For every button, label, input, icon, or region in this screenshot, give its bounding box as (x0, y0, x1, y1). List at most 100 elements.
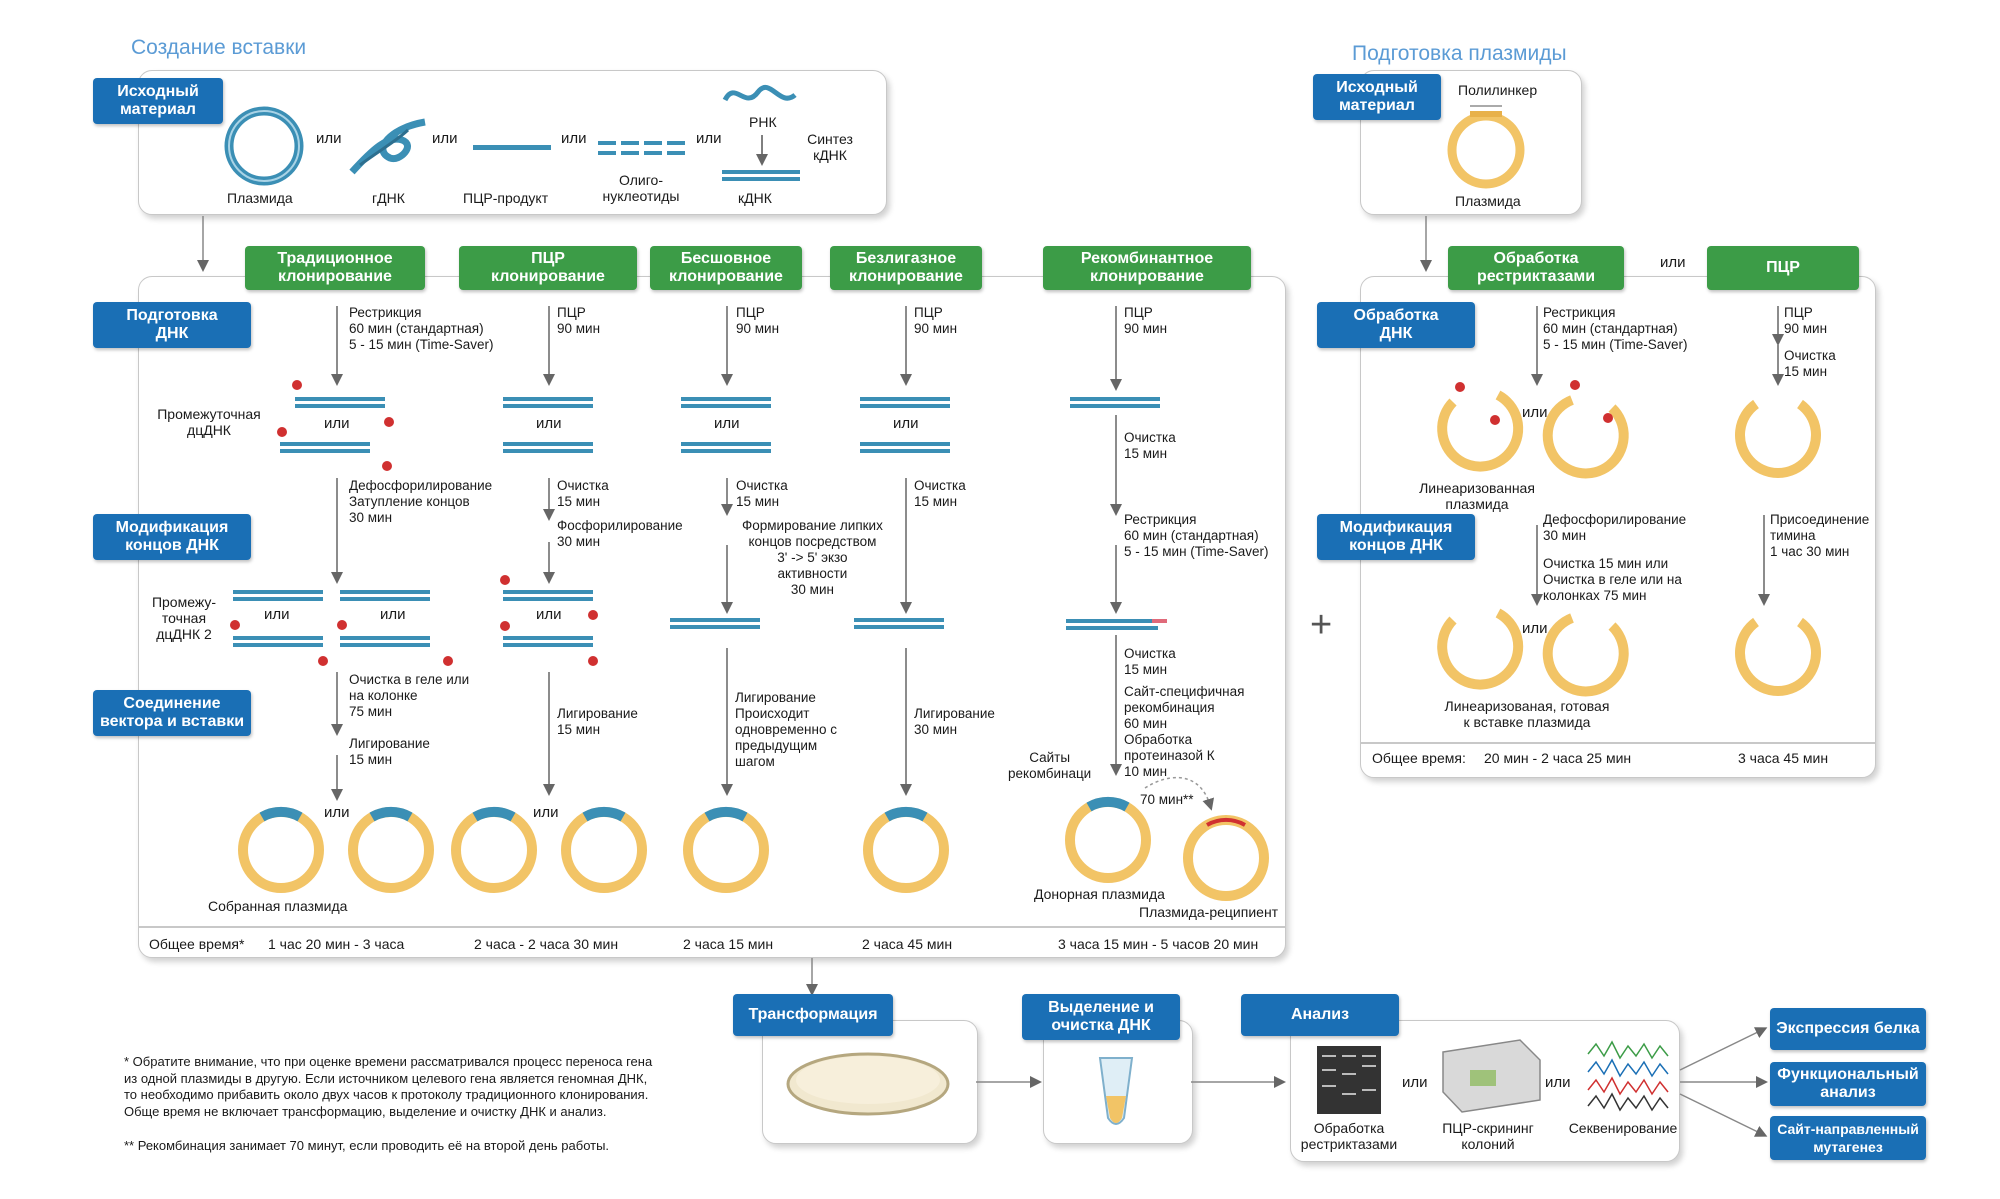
assembled-plasmid-3 (451, 807, 537, 893)
analysis-or-2: или (1545, 1074, 1571, 1091)
thermocycler-icon (1442, 1039, 1541, 1113)
plasmid-restriction-step: Рестрикция 60 мин (стандартная) 5 - 15 м… (1543, 305, 1688, 352)
total-recombinant: 3 часа 15 мин - 5 часов 20 мин (1058, 936, 1259, 952)
cdna-label: кДНК (738, 190, 772, 206)
plasmid-source-label: Плазмида (1455, 193, 1521, 209)
sequencing-icon (1587, 1040, 1669, 1112)
pcr-step-pcr: ПЦР 90 мин (557, 305, 601, 336)
rna-icon (722, 84, 797, 102)
pcr-plasmid-1 (1735, 399, 1821, 478)
recombinant-step-purification2: Очистка 15 мин (1124, 646, 1176, 677)
seamless-step-pcr: ПЦР 90 мин (736, 305, 780, 336)
ligation-free-step-pcr: ПЦР 90 мин (914, 305, 958, 336)
plasmid-total-pcr: 3 часа 45 мин (1738, 750, 1829, 766)
plasmid-source-material-label: Исходный материал (1313, 74, 1441, 120)
outcome-functional-analysis: Функциональный анализ (1770, 1062, 1926, 1106)
branch-pcr: ПЦР (1707, 246, 1859, 290)
plus-sign: + (1310, 604, 1333, 646)
polylinker-label: Полилинкер (1458, 82, 1538, 98)
or-label-2: или (432, 130, 458, 147)
seamless-step-ligation: Лигирование Происходит одновременно с пр… (735, 690, 837, 769)
traditional-or-1: или (324, 415, 350, 432)
assembled-plasmid-4 (561, 807, 647, 893)
assembled-plasmid-6 (863, 807, 949, 893)
plasmid-totals-divider (1360, 742, 1876, 744)
footnote-1: * Обратите внимание, что при оценке врем… (124, 1054, 653, 1119)
source-material-label: Исходный материал (93, 78, 223, 124)
pcr-or-1: или (536, 415, 562, 432)
traditional-intermediate2-label: Промежу- точная дцДНК 2 (151, 594, 217, 642)
total-ligation-free: 2 часа 45 мин (862, 936, 953, 952)
plasmid-or-1: или (1522, 404, 1548, 421)
restriction-analysis-label: Обработка рестриктазами (1300, 1120, 1398, 1152)
plasmid-section-title: Подготовка плазмиды (1352, 42, 1567, 65)
analysis-or-1: или (1402, 1074, 1428, 1091)
pcr-plasmid-2 (1735, 617, 1821, 696)
gdna-label: гДНК (372, 190, 405, 206)
method-pcr: ПЦР клонирование (459, 246, 637, 290)
cloning-methods-panel (138, 276, 1286, 958)
traditional-step-restriction: Рестрикция 60 мин (стандартная) 5 - 15 м… (349, 305, 494, 352)
plasmid-purification-step: Очистка 15 мин или Очистка в геле или на… (1543, 556, 1682, 603)
plasmid-totals-label: Общее время: (1372, 750, 1466, 766)
ready-plasmid-label: Линеаризованая, готовая к вставке плазми… (1444, 698, 1610, 730)
pcr-step-purification: Очистка 15 мин (557, 478, 609, 509)
seamless-or-1: или (714, 415, 740, 432)
total-traditional: 1 час 20 мин - 3 часа (268, 936, 405, 952)
traditional-step-dephosphorylation: Дефосфорилирование Затупление концов 30 … (349, 478, 493, 525)
plasmid-total-restriction: 20 мин - 2 часа 25 мин (1484, 750, 1632, 766)
ligation-free-or-1: или (893, 415, 919, 432)
ready-plasmid-1 (1437, 608, 1524, 690)
insert-section-title: Создание вставки (131, 36, 307, 59)
recombination-sites-label: Сайты рекомбинаци (1008, 750, 1092, 781)
branch-restriction: Обработка рестриктазами (1448, 246, 1624, 290)
ligation-free-step-purification: Очистка 15 мин (914, 478, 966, 509)
thymine-addition-step: Присоединение тимина 1 час 30 мин (1770, 512, 1870, 559)
traditional-or-4: или (324, 804, 350, 821)
cdna-synthesis-label: Синтез кДНК (807, 131, 853, 163)
plasmid-label: Плазмида (227, 190, 293, 206)
sequencing-label: Секвенирование (1568, 1120, 1678, 1136)
outcome-protein-expression: Экспрессия белка (1770, 1008, 1926, 1050)
total-pcr: 2 часа - 2 часа 30 мин (474, 936, 619, 952)
method-recombinant: Рекомбинантное клонирование (1043, 246, 1251, 290)
seamless-step-sticky-ends: Формирование липких концов посредством 3… (742, 518, 883, 597)
gdna-icon (349, 118, 426, 175)
recombinant-step-purification: Очистка 15 мин (1124, 430, 1176, 461)
oligonucleotides-label: Олиго- нуклеотиды (602, 172, 680, 204)
traditional-or-3: или (380, 606, 406, 623)
or-label-4: или (696, 130, 722, 147)
ligation-free-step-ligation: Лигирование 30 мин (914, 706, 995, 737)
recombinant-step-restriction: Рестрикция 60 мин (стандартная) 5 - 15 м… (1124, 512, 1269, 559)
or-label-1: или (316, 130, 342, 147)
stage-dna-prep: Подготовка ДНК (93, 302, 251, 348)
recipient-plasmid-label: Плазмида-реципиент (1139, 904, 1279, 920)
donor-plasmid-label: Донорная плазмида (1034, 886, 1165, 902)
pcr-screen-label: ПЦР-скрининг колоний (1442, 1120, 1534, 1152)
oligonucleotides-icon (598, 141, 685, 155)
traditional-intermediate-label: Промежуточная дцДНК (157, 406, 261, 438)
tube-icon (1098, 1057, 1134, 1125)
pcr-step-phosphorylation: Фосфорилирование 30 мин (557, 518, 683, 549)
plasmid-stage-dna-prep: Обработка ДНК (1317, 302, 1475, 348)
analysis-box: Анализ (1241, 994, 1399, 1036)
assembled-plasmid-2 (348, 807, 434, 893)
polylinker-plasmid (1447, 111, 1525, 189)
totals-divider (138, 926, 1286, 928)
recipient-plasmid (1183, 815, 1269, 901)
pcr-step-ligation: Лигирование 15 мин (557, 706, 638, 737)
footnote-2: ** Рекомбинация занимает 70 минут, если … (124, 1138, 610, 1153)
recombinant-step-recombination: Сайт-специфичная рекомбинация 60 мин (1124, 684, 1245, 731)
transformation-box: Трансформация (733, 994, 893, 1036)
gel-icon (1317, 1046, 1381, 1114)
stage-end-modification: Модификация концов ДНК (93, 514, 251, 560)
traditional-step-purification: Очистка в геле или на колонке 75 мин (349, 672, 470, 719)
method-seamless: Бесшовное клонирование (650, 246, 802, 290)
method-ligation-free: Безлигазное клонирование (830, 246, 982, 290)
method-traditional: Традиционное клонирование (245, 246, 425, 290)
outcome-mutagenesis: Сайт-направленный мутагенез (1770, 1116, 1926, 1160)
seamless-step-purification: Очистка 15 мин (736, 478, 788, 509)
plasmid-pcr-step: ПЦР 90 мин (1784, 305, 1828, 336)
assembled-plasmid-1 (238, 807, 324, 893)
